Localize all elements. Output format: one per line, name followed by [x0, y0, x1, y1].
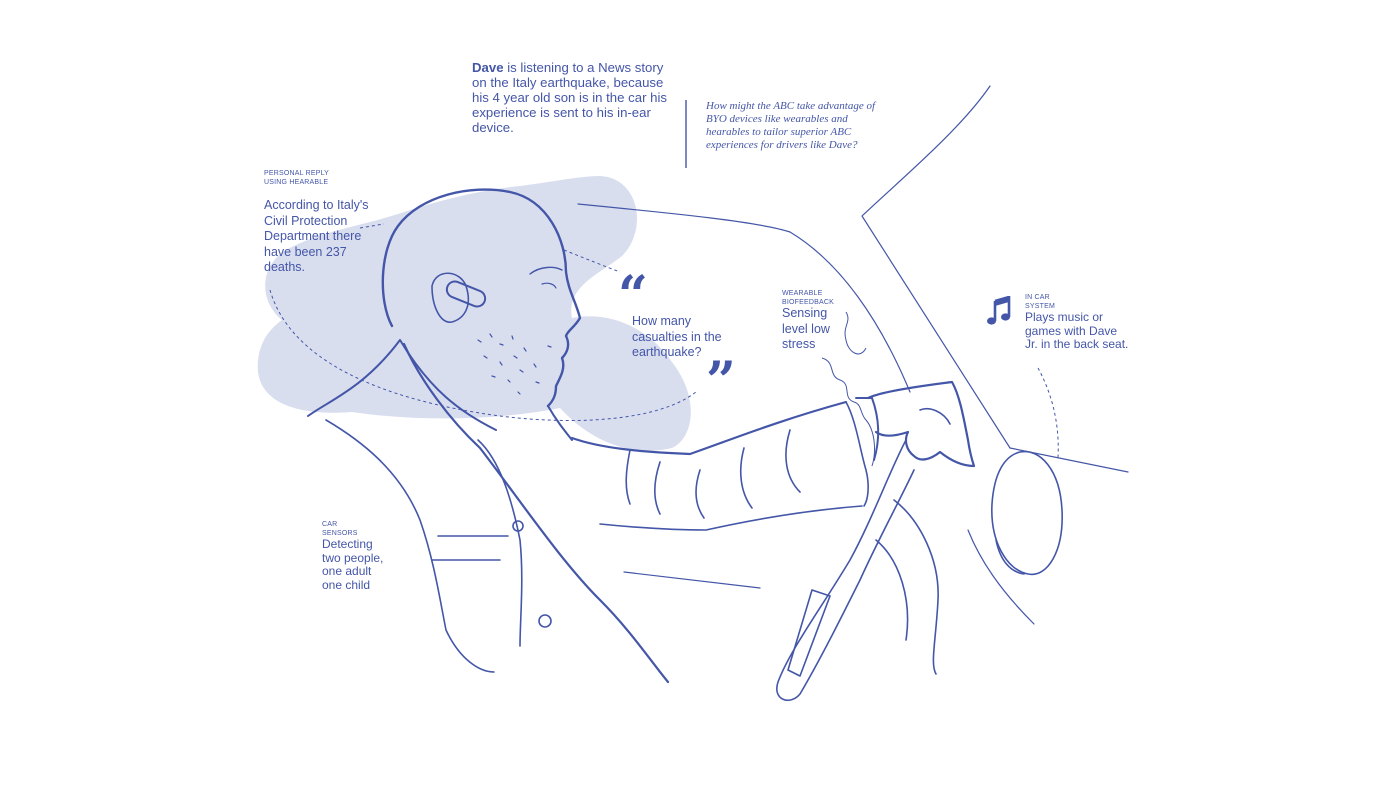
- music-note-icon: [986, 295, 1012, 326]
- intro-text: Dave is listening to a News story on the…: [472, 60, 672, 135]
- intro-name: Dave: [472, 60, 504, 75]
- wearable-label-line2: BIOFEEDBACK: [782, 299, 834, 306]
- intro-rest: is listening to a News story on the Ital…: [472, 60, 667, 135]
- open-quote-mark: “: [618, 265, 648, 326]
- in-car-label-line2: SYSTEM: [1025, 303, 1055, 310]
- dashed-connectors: [269, 223, 1059, 459]
- speech-text: How many casualties in the earthquake?: [632, 314, 722, 359]
- hearable-label-line2: USING HEARABLE: [264, 179, 329, 186]
- wearable-label: WEARABLE BIOFEEDBACK: [782, 289, 834, 307]
- car-sensors-text: Detecting two people, one adult one chil…: [322, 537, 384, 592]
- car-sensors-label-line2: SENSORS: [322, 530, 358, 537]
- car-sensors-label: CAR SENSORS: [322, 520, 358, 538]
- line-drawing: [307, 85, 1129, 702]
- hearable-reply: According to Italy's Civil Protection De…: [264, 198, 369, 274]
- in-car-text: Plays music or games with Dave Jr. in th…: [1025, 310, 1129, 351]
- car-sensors-label-line1: CAR: [322, 521, 338, 528]
- design-question: How might the ABC take advantage of BYO …: [706, 100, 876, 151]
- in-car-label: IN CAR SYSTEM: [1025, 293, 1055, 311]
- wearable-text: Sensing level low stress: [782, 306, 830, 351]
- background-cloud: [257, 176, 691, 451]
- close-quote-mark: ”: [706, 351, 736, 412]
- biofeedback-wave: [821, 311, 875, 467]
- hearable-label: PERSONAL REPLY USING HEARABLE: [264, 169, 329, 187]
- hearable-label-line1: PERSONAL REPLY: [264, 170, 330, 177]
- in-car-label-line1: IN CAR: [1025, 294, 1050, 301]
- wearable-label-line1: WEARABLE: [782, 290, 823, 297]
